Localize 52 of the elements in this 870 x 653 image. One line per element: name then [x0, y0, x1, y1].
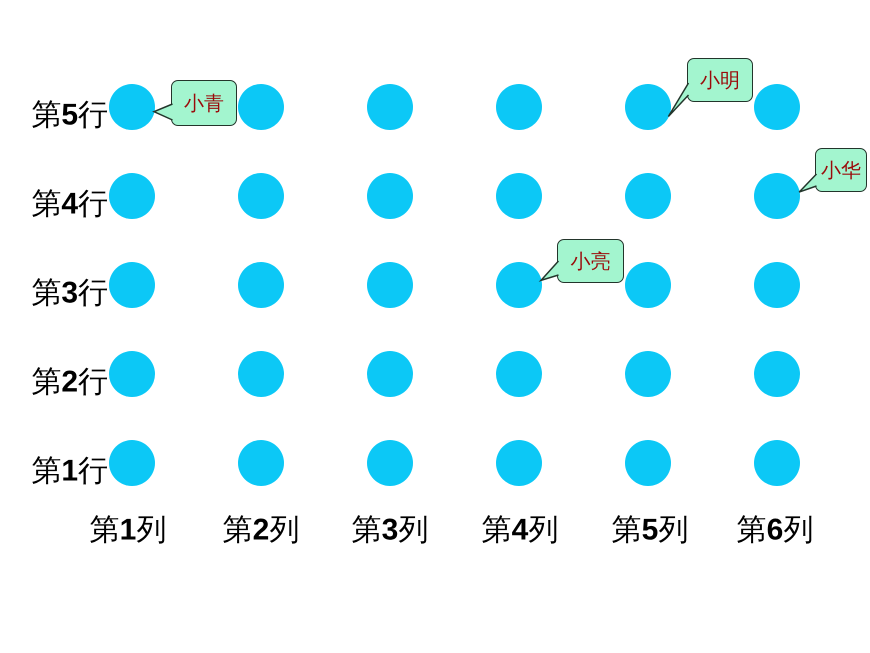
dot [754, 262, 800, 308]
dot [109, 84, 155, 130]
speech-bubble [815, 148, 867, 192]
dot [109, 440, 155, 486]
dot [754, 440, 800, 486]
name-label: 小华 [821, 159, 861, 181]
name-label: 小亮 [570, 250, 610, 272]
dot [754, 351, 800, 397]
bubble-pointer [668, 82, 690, 118]
dot [625, 440, 671, 486]
dot [496, 84, 542, 130]
dot [238, 262, 284, 308]
column-label: 第5列 [612, 514, 688, 546]
column-label: 第6列 [736, 514, 814, 546]
dot [367, 351, 413, 397]
row-label: 第1行 [31, 454, 108, 488]
bubble-pointer [538, 260, 560, 282]
name-label: 小青 [184, 92, 224, 114]
dot [754, 84, 800, 130]
dot [625, 351, 671, 397]
dot [367, 440, 413, 486]
row-label: 第5行 [31, 98, 108, 132]
column-label: 第2列 [222, 514, 300, 546]
dot [625, 84, 671, 130]
column-label: 第4列 [482, 514, 558, 546]
dot [496, 351, 542, 397]
dot [109, 173, 155, 219]
dot [625, 173, 671, 219]
dot [496, 262, 542, 308]
dot [109, 262, 155, 308]
dot [496, 173, 542, 219]
bubble-pointer [152, 103, 174, 121]
dot [367, 84, 413, 130]
dot [238, 84, 284, 130]
speech-bubble [171, 80, 237, 126]
speech-bubble [687, 58, 753, 102]
dot [754, 173, 800, 219]
row-label: 第3行 [31, 276, 108, 310]
column-label: 第1列 [90, 514, 166, 546]
dot [367, 262, 413, 308]
name-label: 小明 [700, 69, 740, 91]
dot [109, 351, 155, 397]
dot [238, 173, 284, 219]
dot [496, 440, 542, 486]
column-label: 第3列 [352, 514, 428, 546]
dot [238, 440, 284, 486]
dot [367, 173, 413, 219]
bubble-pointer [798, 173, 818, 193]
row-label: 第4行 [31, 188, 108, 220]
dot [238, 351, 284, 397]
dot [625, 262, 671, 308]
row-label: 第2行 [31, 366, 108, 398]
